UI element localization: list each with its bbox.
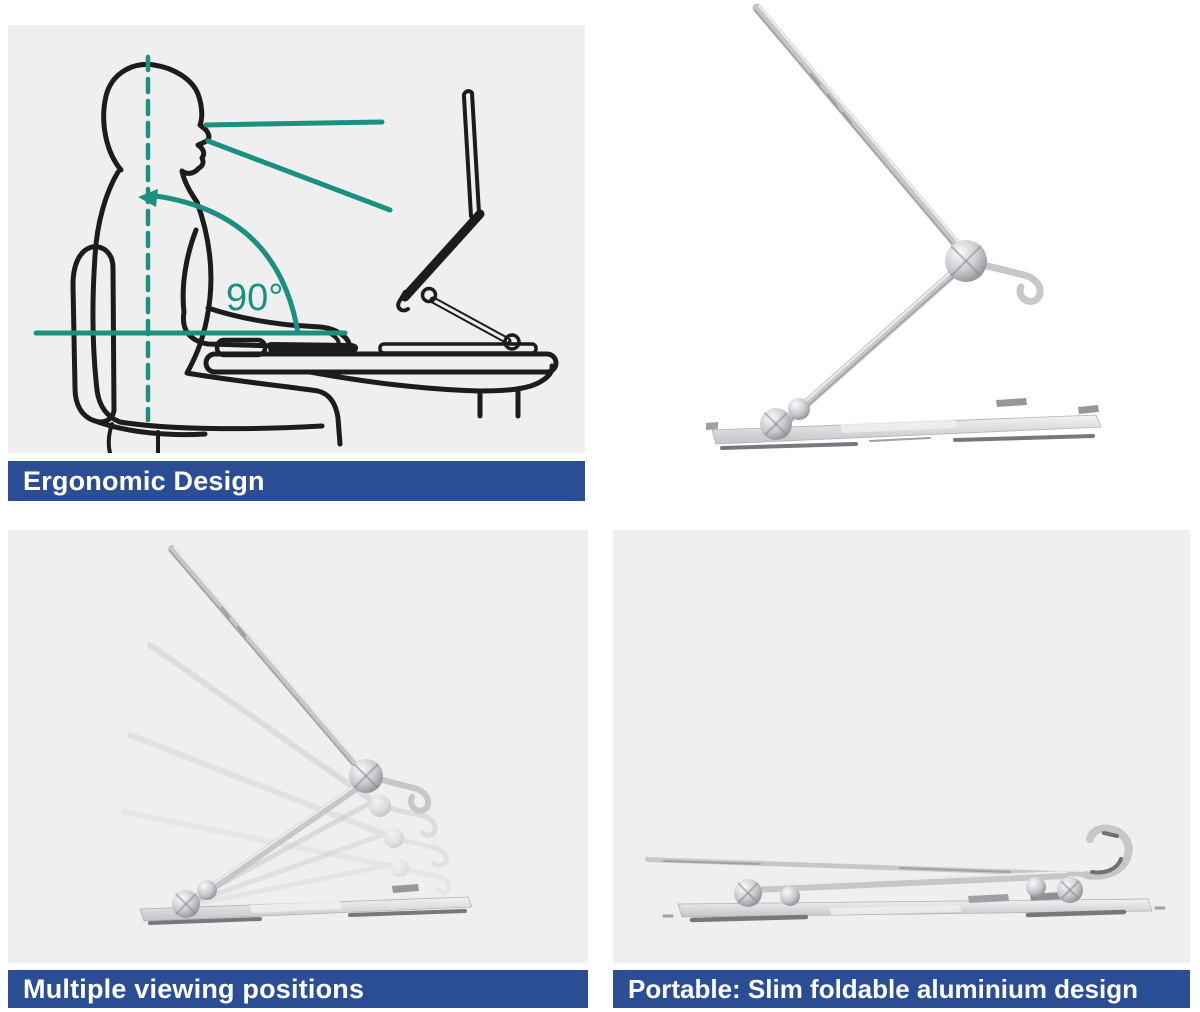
caption-text: Ergonomic Design bbox=[23, 465, 265, 496]
tray-lip-hook bbox=[371, 775, 432, 814]
arc-arrowhead bbox=[138, 189, 158, 207]
ghost-position-3 bbox=[121, 809, 452, 907]
stand-top-arm bbox=[168, 545, 370, 780]
photo-open-stand bbox=[600, 0, 1200, 520]
sight-line-lower bbox=[205, 138, 393, 213]
panel-positions bbox=[8, 530, 588, 963]
angle-label: 90° bbox=[226, 277, 283, 319]
ergonomic-illustration: 90° bbox=[33, 54, 559, 453]
ghost-position-2 bbox=[127, 732, 449, 905]
support-leg bbox=[192, 784, 360, 903]
angle-arc bbox=[153, 193, 301, 336]
caption-multiple-positions: Multiple viewing positions bbox=[8, 970, 588, 1008]
folded-middle-arm bbox=[750, 871, 1070, 893]
tray-lip-hook bbox=[971, 259, 1044, 305]
folded-top-arm bbox=[645, 855, 1095, 877]
folded-stand-drawing bbox=[645, 824, 1166, 923]
panel-portable bbox=[613, 530, 1190, 963]
hinge-ball-upper bbox=[945, 240, 987, 282]
folded-lip-hook bbox=[1082, 824, 1133, 880]
caption-text: Portable: Slim foldable aluminium design bbox=[628, 973, 1138, 1004]
panel-ergonomic: 90° bbox=[8, 25, 585, 453]
caption-portable: Portable: Slim foldable aluminium design bbox=[613, 970, 1190, 1008]
positions-drawing bbox=[121, 545, 473, 925]
folded-stand bbox=[645, 824, 1166, 923]
ghost-position-1 bbox=[147, 642, 438, 903]
sight-line-upper bbox=[203, 119, 385, 128]
stand-base bbox=[139, 884, 473, 925]
stand-base bbox=[706, 398, 1102, 450]
keyboard bbox=[267, 342, 359, 355]
folded-hinge-balls bbox=[734, 877, 1083, 907]
support-leg bbox=[784, 267, 960, 424]
laptop-on-stand bbox=[378, 89, 538, 355]
caption-ergonomic-design: Ergonomic Design bbox=[8, 461, 585, 501]
mouse bbox=[214, 337, 268, 358]
stand-top-arm bbox=[752, 3, 973, 263]
hinge-balls-lower bbox=[172, 880, 217, 918]
desk bbox=[203, 351, 559, 419]
open-stand-drawing bbox=[706, 3, 1102, 450]
caption-text: Multiple viewing positions bbox=[23, 973, 365, 1004]
posture-annotations: 90° bbox=[33, 54, 393, 423]
hinge-ball-upper bbox=[349, 759, 383, 793]
chair bbox=[70, 244, 208, 453]
hinge-balls-lower bbox=[760, 398, 810, 440]
